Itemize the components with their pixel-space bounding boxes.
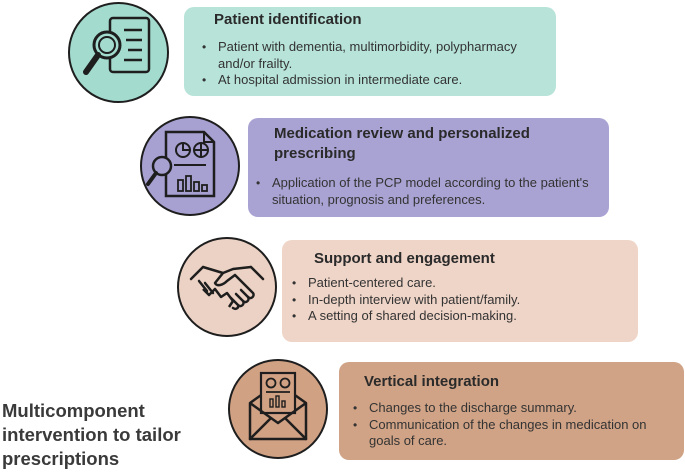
handshake-icon bbox=[189, 265, 265, 311]
envelope-report-icon-circle bbox=[228, 359, 328, 459]
document-search-icon-circle bbox=[68, 2, 169, 103]
list-item: Patient with dementia, multimorbidity, p… bbox=[194, 39, 539, 72]
step-title: Support and engagement bbox=[314, 250, 495, 267]
envelope-report-icon bbox=[248, 371, 308, 441]
document-search-icon bbox=[83, 16, 151, 75]
card-support-engagement: Support and engagement Patient-centered … bbox=[282, 240, 638, 342]
list-item: At hospital admission in intermediate ca… bbox=[194, 72, 539, 89]
report-analysis-icon bbox=[146, 130, 216, 198]
card-medication-review: Medication review and personalized presc… bbox=[248, 118, 609, 217]
bullet-list: Application of the PCP model according t… bbox=[248, 175, 603, 208]
diagram-caption: Multicomponent intervention to tailor pr… bbox=[2, 400, 181, 469]
step-title: Medication review and personalized presc… bbox=[274, 125, 530, 162]
list-item: A setting of shared decision-making. bbox=[284, 308, 629, 325]
bullet-list: Changes to the discharge summary. Commun… bbox=[345, 400, 680, 450]
handshake-icon-circle bbox=[177, 237, 277, 337]
list-item: Communication of the changes in medicati… bbox=[345, 417, 680, 450]
list-item: Application of the PCP model according t… bbox=[248, 175, 603, 208]
step-title: Vertical integration bbox=[364, 373, 500, 390]
card-vertical-integration: Vertical integration Changes to the disc… bbox=[339, 362, 684, 460]
bullet-list: Patient-centered care. In-depth intervie… bbox=[284, 275, 629, 325]
list-item: Patient-centered care. bbox=[284, 275, 629, 292]
step-title: Patient identification bbox=[214, 11, 362, 28]
list-item: In-depth interview with patient/family. bbox=[284, 292, 629, 309]
card-patient-identification: Patient identification Patient with deme… bbox=[184, 7, 556, 96]
list-item: Changes to the discharge summary. bbox=[345, 400, 680, 417]
bullet-list: Patient with dementia, multimorbidity, p… bbox=[194, 39, 539, 89]
report-analysis-icon-circle bbox=[140, 116, 240, 216]
